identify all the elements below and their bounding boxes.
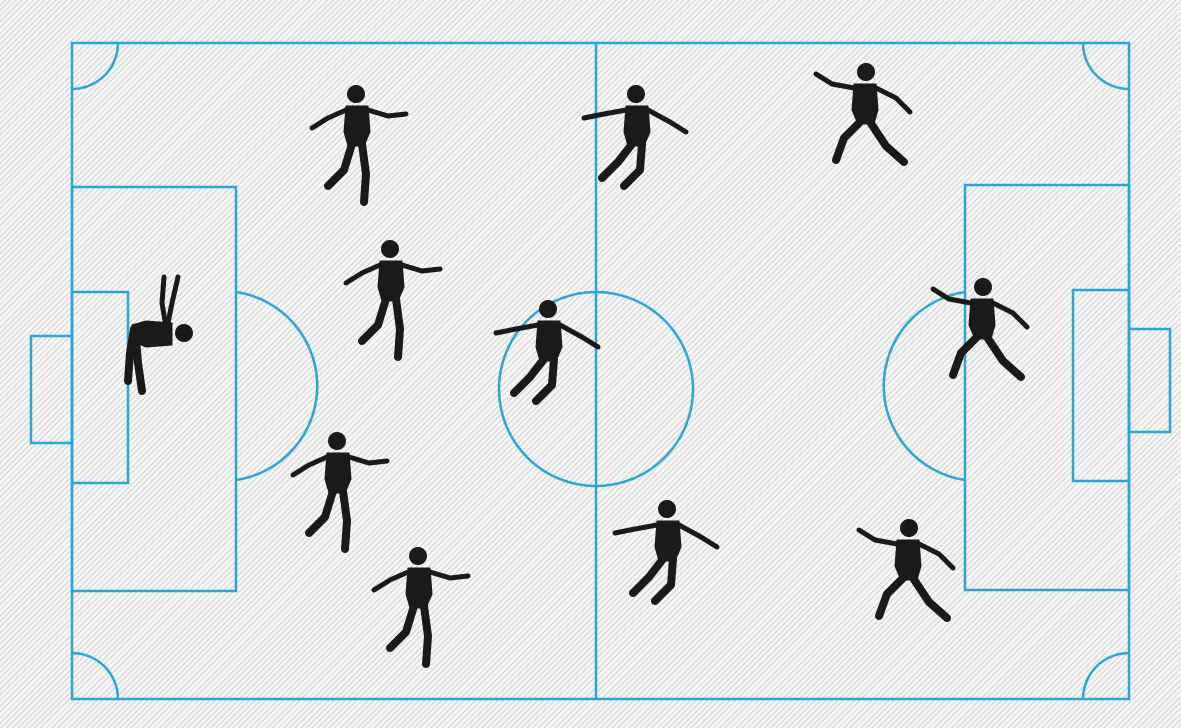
player-silhouette-running: [374, 547, 468, 664]
player-silhouette-running: [293, 432, 387, 549]
player-silhouette-kicking: [933, 278, 1027, 377]
player-silhouette-kicking: [816, 63, 910, 162]
right-goal: [1129, 329, 1170, 432]
player-silhouette-diving: [128, 277, 193, 391]
corner-arc-top-left: [72, 43, 118, 89]
left-goal: [31, 336, 72, 443]
players-layer: [128, 63, 1027, 664]
left-penalty-arc: [236, 292, 317, 480]
player-silhouette-jumping: [615, 500, 717, 601]
corner-arc-top-right: [1083, 43, 1129, 89]
player-silhouette-running: [346, 240, 440, 357]
player-silhouette-jumping: [496, 300, 598, 401]
right-penalty-arc: [884, 292, 965, 480]
right-penalty-area: [965, 185, 1129, 590]
player-silhouette-running: [312, 85, 406, 202]
pitch-boundary: [72, 43, 1129, 699]
corner-arc-bottom-left: [72, 653, 118, 699]
left-penalty-area: [72, 187, 236, 591]
player-silhouette-kicking: [859, 519, 953, 618]
pitch-lines: [31, 43, 1170, 699]
left-goal-area: [72, 292, 128, 483]
right-goal-area: [1073, 290, 1129, 481]
player-silhouette-jumping: [584, 85, 686, 186]
corner-arc-bottom-right: [1083, 653, 1129, 699]
